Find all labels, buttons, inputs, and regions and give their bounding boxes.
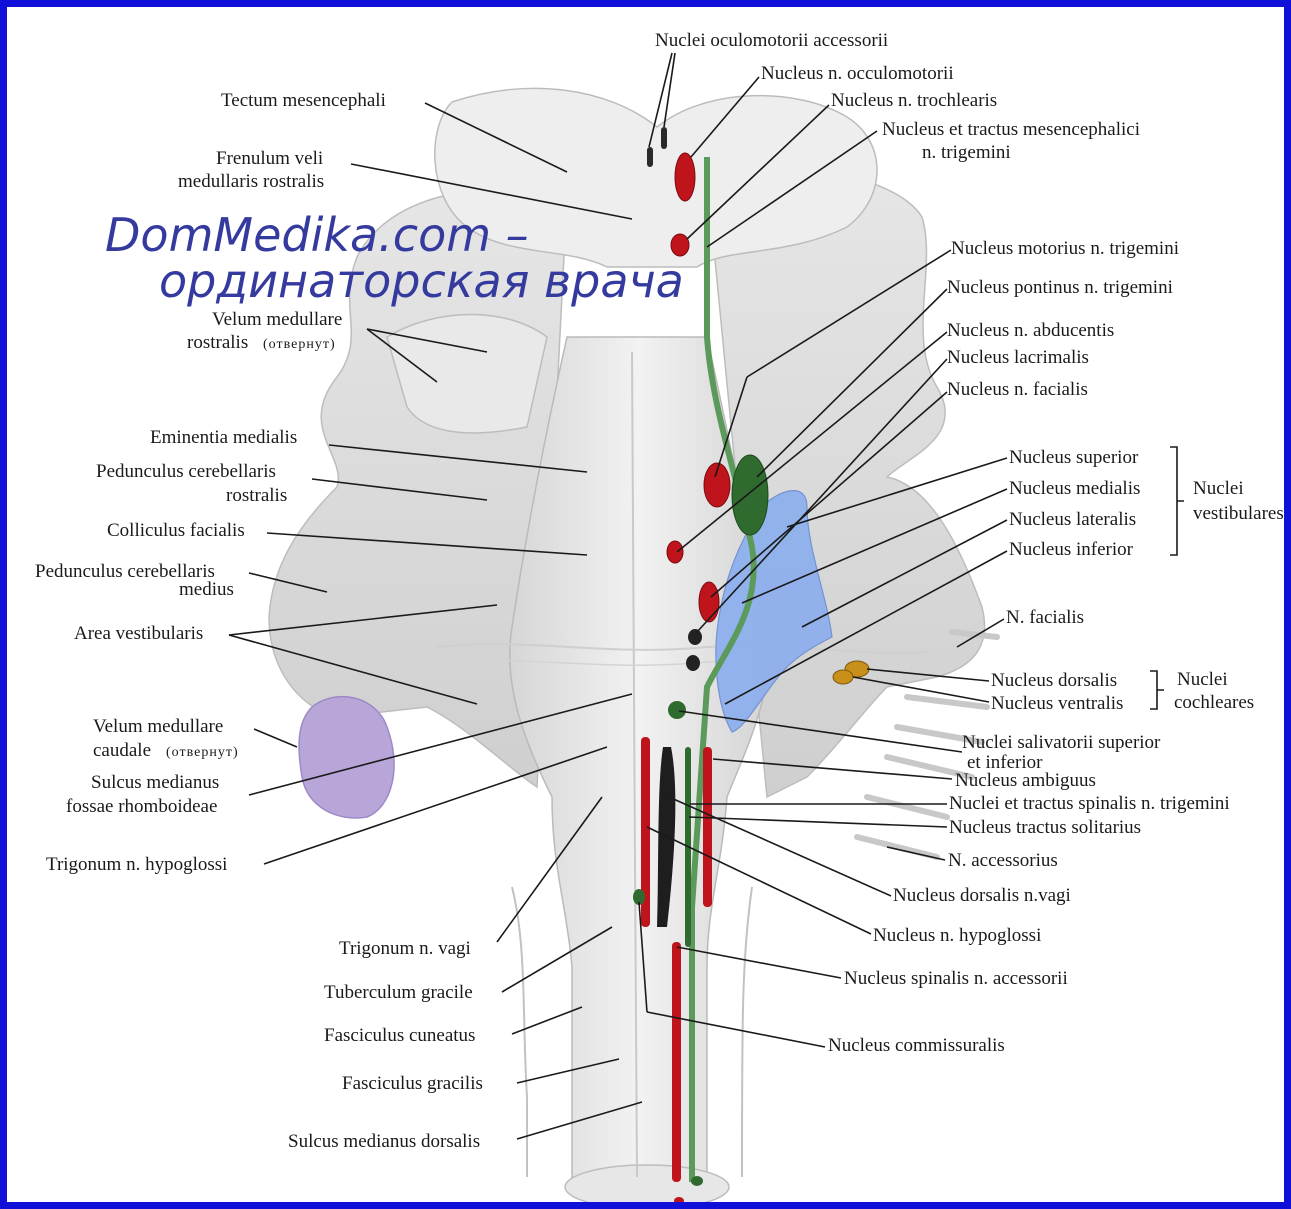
label-motorius-trigemini: Nucleus motorius n. trigemini (951, 238, 1179, 259)
velum-caudale-shape (299, 697, 394, 818)
label-eminentia: Eminentia medialis (150, 427, 297, 448)
oculomotorii-accessorii-shape-2 (661, 127, 667, 149)
label-coch-group-1: Nuclei (1177, 669, 1228, 690)
label-n-facialis: N. facialis (1006, 607, 1084, 628)
nucleus-trochlearis-shape (671, 234, 689, 256)
nucleus-facialis-shape (699, 582, 719, 622)
label-vest-group-2: vestibulares (1193, 503, 1284, 524)
label-colliculus-facialis: Colliculus facialis (107, 520, 245, 541)
bottom-nucleus-red (674, 1197, 684, 1205)
label-velum-rostralis-1: Velum medullare (212, 309, 342, 330)
brainstem-diagram: Tectum mesencephali Frenulum veli medull… (7, 7, 1291, 1209)
label-sulcus-medianus-1: Sulcus medianus (91, 772, 219, 793)
nucleus-occulomotorii-shape (675, 153, 695, 201)
label-vest-group-1: Nuclei (1193, 478, 1244, 499)
label-vest-superior: Nucleus superior (1009, 447, 1139, 468)
label-tuberculum-gracile: Tuberculum gracile (324, 982, 473, 1003)
label-coch-group-2: cochleares (1174, 692, 1254, 713)
nucleus-pontinus-trigemini-shape (732, 455, 768, 535)
nucleus-spinalis-accessorii-shape (672, 942, 681, 1182)
label-pedunculus-rostralis-1: Pedunculus cerebellaris (96, 461, 276, 482)
label-trigonum-vagi: Trigonum n. vagi (339, 938, 471, 959)
label-pedunculus-rostralis-2: rostralis (226, 485, 287, 506)
label-velum-caudale-2: caudale (93, 740, 151, 761)
label-abducentis: Nucleus n. abducentis (947, 320, 1114, 341)
label-frenulum-2: medullaris rostralis (178, 171, 324, 192)
label-facialis: Nucleus n. facialis (947, 379, 1088, 400)
label-mesencephalici-2: n. trigemini (922, 142, 1011, 163)
label-vest-medialis: Nucleus medialis (1009, 478, 1140, 499)
label-fasciculus-cuneatus: Fasciculus cuneatus (324, 1025, 475, 1046)
label-velum-caudale-1: Velum medullare (93, 716, 223, 737)
cochlear-brace (1150, 671, 1164, 709)
vestibular-brace (1170, 447, 1184, 555)
label-sulcus-medianus-dorsalis: Sulcus medianus dorsalis (288, 1131, 480, 1152)
label-coch-dorsalis: Nucleus dorsalis (991, 670, 1117, 691)
nucleus-lacrimalis-shape (688, 629, 702, 645)
label-n-occulomotorii: Nucleus n. occulomotorii (761, 63, 954, 84)
label-trigonum-hypoglossi: Trigonum n. hypoglossi (46, 854, 227, 875)
label-salivatorii-1: Nuclei salivatorii superior (962, 732, 1161, 753)
watermark-line-2: ординаторская врача (159, 254, 684, 308)
oculomotorii-accessorii-shape-1 (647, 147, 653, 167)
label-spinalis-trigemini: Nuclei et tractus spinalis n. trigemini (949, 793, 1230, 814)
medulla-cut-surface (565, 1165, 729, 1209)
label-tractus-solitarius: Nucleus tractus solitarius (949, 817, 1141, 838)
label-velum-caudale-note: (отвернут) (166, 745, 239, 760)
label-vest-inferior: Nucleus inferior (1009, 539, 1134, 560)
label-tectum: Tectum mesencephali (221, 90, 386, 111)
label-lacrimalis: Nucleus lacrimalis (947, 347, 1089, 368)
label-n-accessorius: N. accessorius (948, 850, 1058, 871)
label-pontinus-trigemini: Nucleus pontinus n. trigemini (947, 277, 1173, 298)
bottom-nucleus-green (691, 1176, 703, 1186)
label-coch-ventralis: Nucleus ventralis (991, 693, 1123, 714)
label-mesencephalici-1: Nucleus et tractus mesencephalici (882, 119, 1140, 140)
label-n-trochlearis: Nucleus n. trochlearis (831, 90, 997, 111)
nucleus-salivatorius-inferior-shape (668, 701, 686, 719)
label-n-hypoglossi: Nucleus n. hypoglossi (873, 925, 1041, 946)
label-pedunculus-medius-2: medius (179, 579, 234, 600)
label-velum-rostralis-2: rostralis (187, 332, 248, 353)
label-fasciculus-gracilis: Fasciculus gracilis (342, 1073, 483, 1094)
label-frenulum-1: Frenulum veli (216, 148, 323, 169)
cochlear-nucleus-ventralis-shape (833, 670, 853, 684)
label-vest-lateralis: Nucleus lateralis (1009, 509, 1136, 530)
label-dorsalis-vagi: Nucleus dorsalis n.vagi (893, 885, 1071, 906)
label-commissuralis: Nucleus commissuralis (828, 1035, 1005, 1056)
label-ambiguus: Nucleus ambiguus (955, 770, 1096, 791)
label-velum-rostralis-note: (отвернут) (263, 337, 336, 352)
label-spinalis-accessorii: Nucleus spinalis n. accessorii (844, 968, 1068, 989)
label-area-vestibularis: Area vestibularis (74, 623, 203, 644)
label-sulcus-medianus-2: fossae rhomboideae (66, 796, 217, 817)
label-oculomotorii-accessorii: Nuclei oculomotorii accessorii (655, 30, 888, 51)
nucleus-abducentis-shape (667, 541, 683, 563)
nucleus-salivatorius-shape (686, 655, 700, 671)
nucleus-ambiguus-shape (703, 747, 712, 907)
